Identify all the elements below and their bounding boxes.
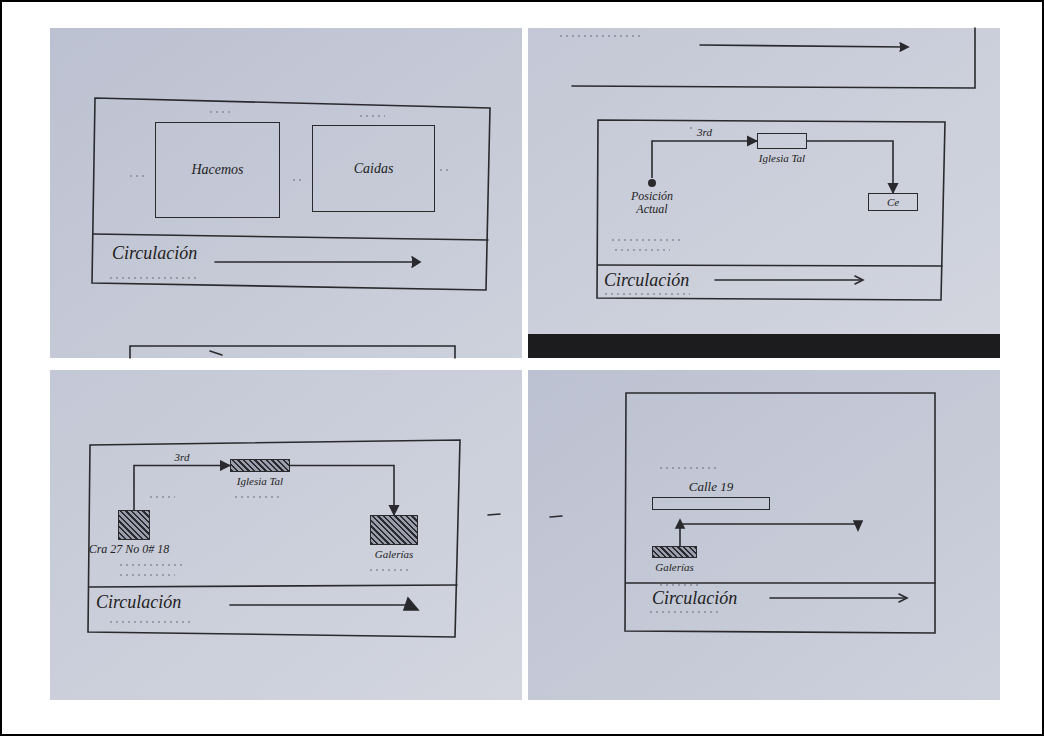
route-arrow (290, 466, 394, 516)
photo (50, 28, 522, 358)
screen-box: Caidas (312, 125, 435, 212)
place-box: Galerías (370, 515, 418, 545)
node-label: Caidas (350, 159, 398, 178)
node-label: Galerías (655, 561, 694, 573)
street-bar: Calle 19 (652, 497, 770, 510)
node-label: Galerías (375, 548, 414, 560)
photo (528, 370, 1000, 700)
place-box: Ce (868, 193, 918, 211)
dot-outline (648, 179, 656, 187)
node-label: Iglesia Tal (237, 475, 283, 487)
route-arrow (652, 141, 757, 178)
place-box: Galerías (652, 546, 697, 558)
place-box: Iglesia Tal (230, 459, 290, 472)
band-title: Circulación (96, 592, 181, 613)
route-arrow (807, 141, 893, 193)
node-label: Cra 27 No 0# 18 (89, 543, 170, 556)
node-label: Ce (883, 194, 903, 210)
photo (528, 28, 1000, 358)
place-box: Cra 27 No 0# 18 (118, 510, 150, 540)
band-title: Circulación (652, 588, 737, 609)
band-title: Circulación (604, 270, 689, 291)
dot-shape (647, 178, 657, 188)
sketch-lines (88, 28, 975, 637)
node-label: Hacemos (187, 160, 247, 179)
edge-label: 3rd (695, 126, 714, 138)
screen-box: Hacemos (155, 122, 280, 218)
scribble-marks (110, 36, 720, 622)
node-label: Calle 19 (689, 480, 733, 494)
edge-label: 3rd (173, 451, 192, 463)
photo-shadow (528, 334, 1000, 358)
position-dot: Posición Actual (647, 178, 657, 188)
route-arrow (134, 466, 230, 511)
band-title: Circulación (112, 243, 197, 264)
photo (50, 370, 522, 700)
node-label: Iglesia Tal (759, 152, 805, 164)
node-label: Posición Actual (617, 190, 687, 216)
place-box: Iglesia Tal (757, 133, 807, 149)
